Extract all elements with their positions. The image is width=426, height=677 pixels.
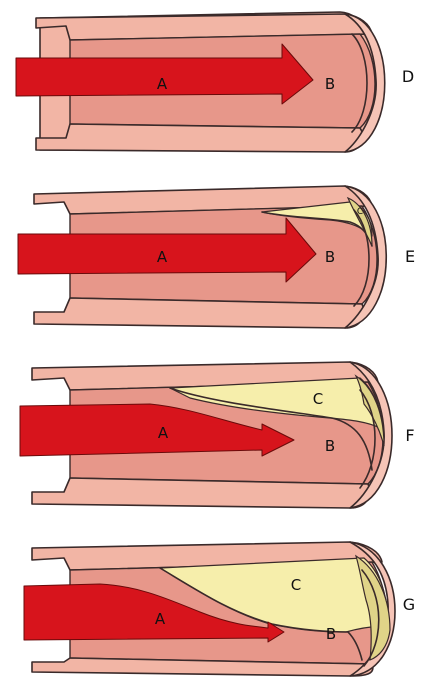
flow-label: A: [157, 75, 168, 93]
panel-side-label: F: [405, 426, 414, 445]
panel-g: A B C G: [24, 542, 415, 676]
panel-side-label: E: [405, 247, 415, 266]
plaque-label: C: [313, 390, 323, 408]
panel-side-label: G: [403, 595, 415, 614]
lumen-label: B: [325, 437, 335, 455]
flow-label: A: [155, 610, 166, 628]
lumen-label: B: [325, 75, 335, 93]
plaque-label: C: [291, 576, 301, 594]
plaque-label: C: [357, 207, 363, 217]
lumen-label: B: [326, 625, 336, 643]
flow-label: A: [158, 424, 169, 442]
panel-side-label: D: [402, 67, 414, 86]
flow-label: A: [157, 248, 168, 266]
artery-wall-lower: [36, 124, 363, 152]
panel-f: A B C F: [20, 362, 415, 508]
panel-e: A B C E: [18, 186, 415, 328]
artery-wall-lower: [34, 298, 364, 328]
panel-d: A B D: [16, 12, 414, 152]
lumen-label: B: [325, 248, 335, 266]
artery-wall-lower: [32, 478, 370, 508]
